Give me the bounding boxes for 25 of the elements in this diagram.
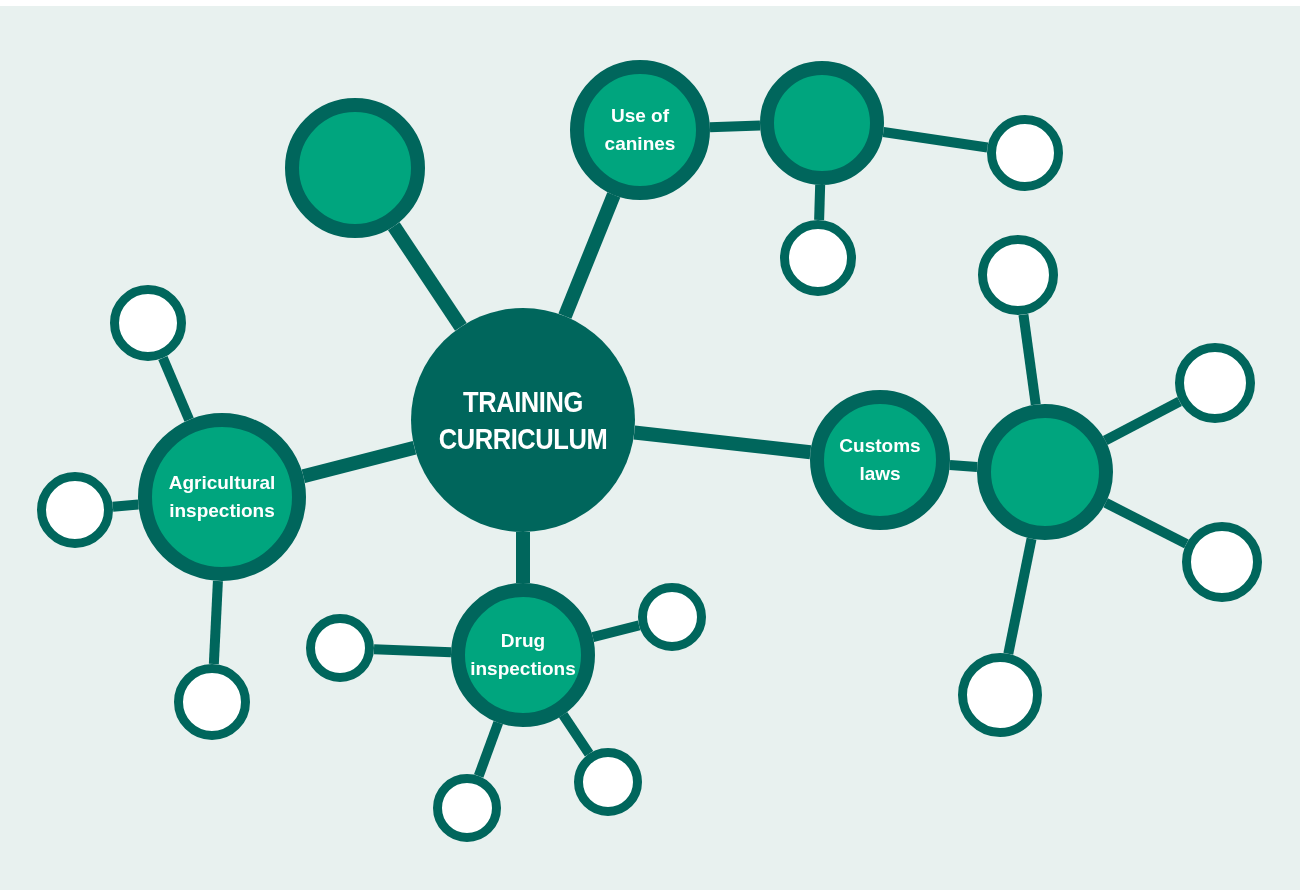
connector-line (882, 127, 989, 153)
connector-line (1003, 537, 1037, 655)
connector-line (158, 356, 194, 422)
connector-line (558, 712, 594, 757)
connector-line (814, 184, 826, 221)
connector-line (112, 499, 139, 512)
connector-line (208, 580, 223, 665)
connector-line (1102, 397, 1182, 445)
connector-line (591, 620, 641, 643)
connector-line (388, 222, 467, 331)
topic-label: TRAINING CURRICULUM (437, 383, 609, 457)
connector-line (633, 425, 812, 460)
topic-label: Agricultural inspections (167, 471, 277, 523)
connector-line (516, 532, 530, 583)
connector-line (558, 192, 621, 319)
topic-label: Use of canines (603, 104, 677, 156)
topic-label: Drug inspections (469, 629, 577, 681)
connector-line (1018, 313, 1041, 406)
connector-line (474, 720, 503, 778)
connector-line (949, 460, 978, 473)
connector-line (373, 644, 452, 658)
topic-label: Customs laws (838, 434, 922, 486)
connector-line (709, 120, 761, 133)
connector-line (301, 441, 417, 483)
connector-line (1103, 498, 1189, 549)
